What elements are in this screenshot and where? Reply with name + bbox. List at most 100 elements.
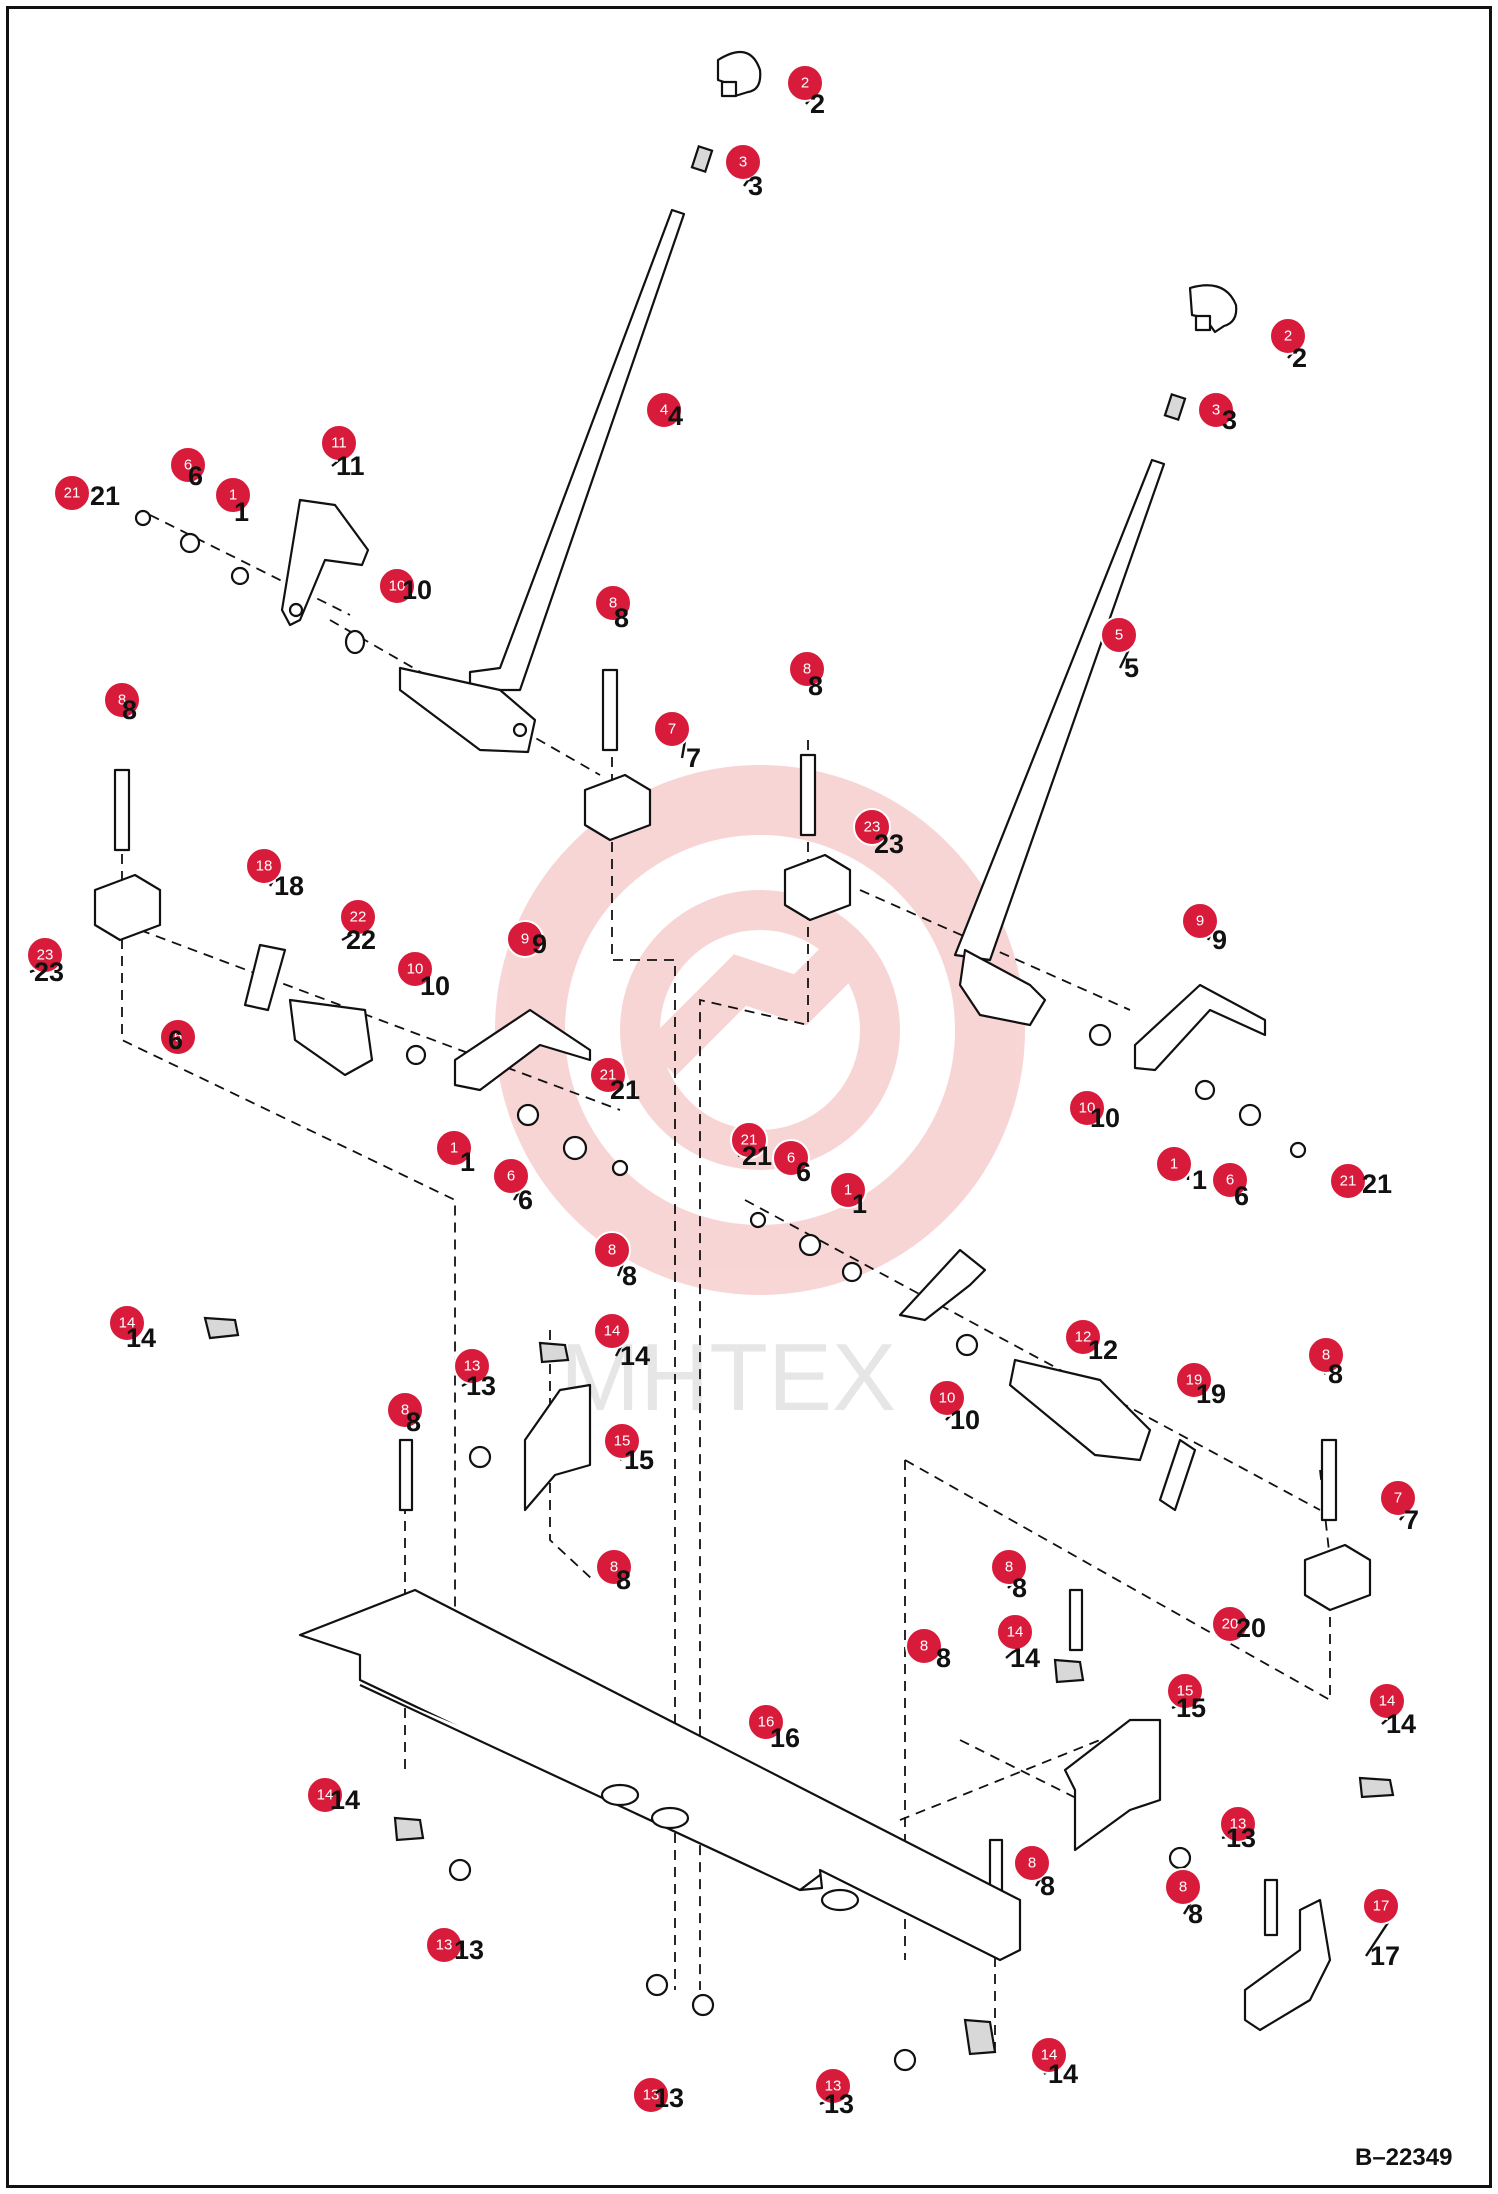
callout-badge-number: 8 <box>608 1242 616 1259</box>
part-number-label: 6 <box>168 1025 183 1055</box>
callout-badge <box>853 808 891 846</box>
callout-badge-number: 13 <box>436 1937 453 1954</box>
callout-badge <box>730 1121 768 1159</box>
callout-badge <box>928 1379 966 1417</box>
part-number-label: 20 <box>1236 1613 1266 1643</box>
callout-badge <box>829 1171 867 1209</box>
callout-badge <box>594 584 632 622</box>
callout-8: 88 <box>1307 1336 1345 1389</box>
part-number-label: 3 <box>1222 405 1237 435</box>
callout-1: 11 <box>214 476 252 527</box>
callout-2: 22 <box>1269 317 1307 373</box>
part-number-label: 23 <box>874 829 904 859</box>
callout-badge-number: 3 <box>1212 402 1220 419</box>
callout-badge-number: 4 <box>660 402 668 419</box>
part-number-label: 8 <box>1328 1359 1343 1389</box>
callout-badge <box>306 1776 344 1814</box>
callout-badge-number: 22 <box>350 909 367 926</box>
part-number-label: 21 <box>742 1141 772 1171</box>
callout-badge <box>814 2067 852 2105</box>
part-number-label: 18 <box>274 871 304 901</box>
callout-badge-number: 1 <box>450 1140 458 1157</box>
callout-badge <box>26 936 64 974</box>
callout-badge <box>1068 1089 1106 1127</box>
callout-badge-number: 9 <box>521 931 529 948</box>
part-number-label: 15 <box>1176 1693 1206 1723</box>
callout-badge-number: 2 <box>801 75 809 92</box>
callout-badge-number: 6 <box>507 1168 515 1185</box>
part-number-label: 8 <box>622 1261 637 1291</box>
callout-badge <box>603 1422 641 1460</box>
callout-badge <box>1368 1682 1406 1720</box>
callout-badge-number: 1 <box>844 1182 852 1199</box>
callout-8: 88 <box>593 1231 637 1291</box>
part-number-label: 6 <box>1234 1181 1249 1211</box>
callout-badge-number: 9 <box>1196 913 1204 930</box>
callout-badge-number: 23 <box>864 819 881 836</box>
callout-badge <box>1175 1361 1213 1399</box>
callout-badge <box>772 1139 810 1177</box>
part-number-label: 16 <box>770 1723 800 1753</box>
callout-badge <box>1211 1605 1249 1643</box>
part-number-label: 17 <box>1370 1941 1400 1971</box>
lever-4 <box>398 50 762 754</box>
part-number-label: 8 <box>1188 1899 1203 1929</box>
part-number-label: 12 <box>1088 1335 1118 1365</box>
callout-badge <box>1100 616 1138 654</box>
part-number-label: 1 <box>460 1147 475 1177</box>
callout-badge <box>378 567 416 605</box>
callout-badge-number: 16 <box>758 1714 775 1731</box>
part-number-label: 7 <box>1404 1505 1419 1535</box>
part-number-label: 13 <box>824 2089 854 2119</box>
callout-badge-number: 13 <box>1230 1816 1247 1833</box>
callout-badge <box>788 650 826 688</box>
callout-8: 88 <box>595 1548 633 1595</box>
callout-badge-number: 14 <box>1041 2047 1058 2064</box>
callout-1: 11 <box>1155 1145 1207 1195</box>
callout-badge-number: 1 <box>1170 1156 1178 1173</box>
callout-badge <box>1064 1318 1102 1356</box>
callout-badge <box>996 1613 1034 1651</box>
callout-6: 66 <box>1211 1161 1249 1211</box>
callout-2: 22 <box>786 64 825 119</box>
callout-badge-number: 8 <box>920 1638 928 1655</box>
callout-badge <box>593 1312 631 1350</box>
callout-badge-number: 15 <box>1177 1683 1194 1700</box>
callout-badge <box>1166 1672 1204 1710</box>
drawing-frame <box>6 6 1492 2188</box>
callout-badge-number: 6 <box>787 1150 795 1167</box>
callout-badge-number: 14 <box>604 1323 621 1340</box>
part-number-label: 6 <box>188 461 203 491</box>
callout-badge <box>593 1231 631 1269</box>
callout-badge-number: 8 <box>1005 1559 1013 1576</box>
callout-badge <box>386 1391 424 1429</box>
callout-badge <box>1013 1844 1051 1882</box>
callout-badge-number: 14 <box>119 1315 136 1332</box>
callout-badge <box>108 1304 146 1342</box>
part-number-label: 8 <box>808 671 823 701</box>
callout-badge-number: 12 <box>1075 1329 1092 1346</box>
callout-badge <box>905 1627 943 1665</box>
callout-badge <box>786 64 824 102</box>
callout-badge-number: 6 <box>174 1029 182 1046</box>
part-number-label: 6 <box>518 1185 533 1215</box>
callout-badge-number: 7 <box>1394 1490 1402 1507</box>
part-number-label: 21 <box>610 1075 640 1105</box>
callout-8: 88 <box>594 584 632 633</box>
callout-badge-number: 8 <box>609 595 617 612</box>
callout-badge-number: 11 <box>331 435 347 452</box>
callout-badge-number: 8 <box>401 1402 409 1419</box>
